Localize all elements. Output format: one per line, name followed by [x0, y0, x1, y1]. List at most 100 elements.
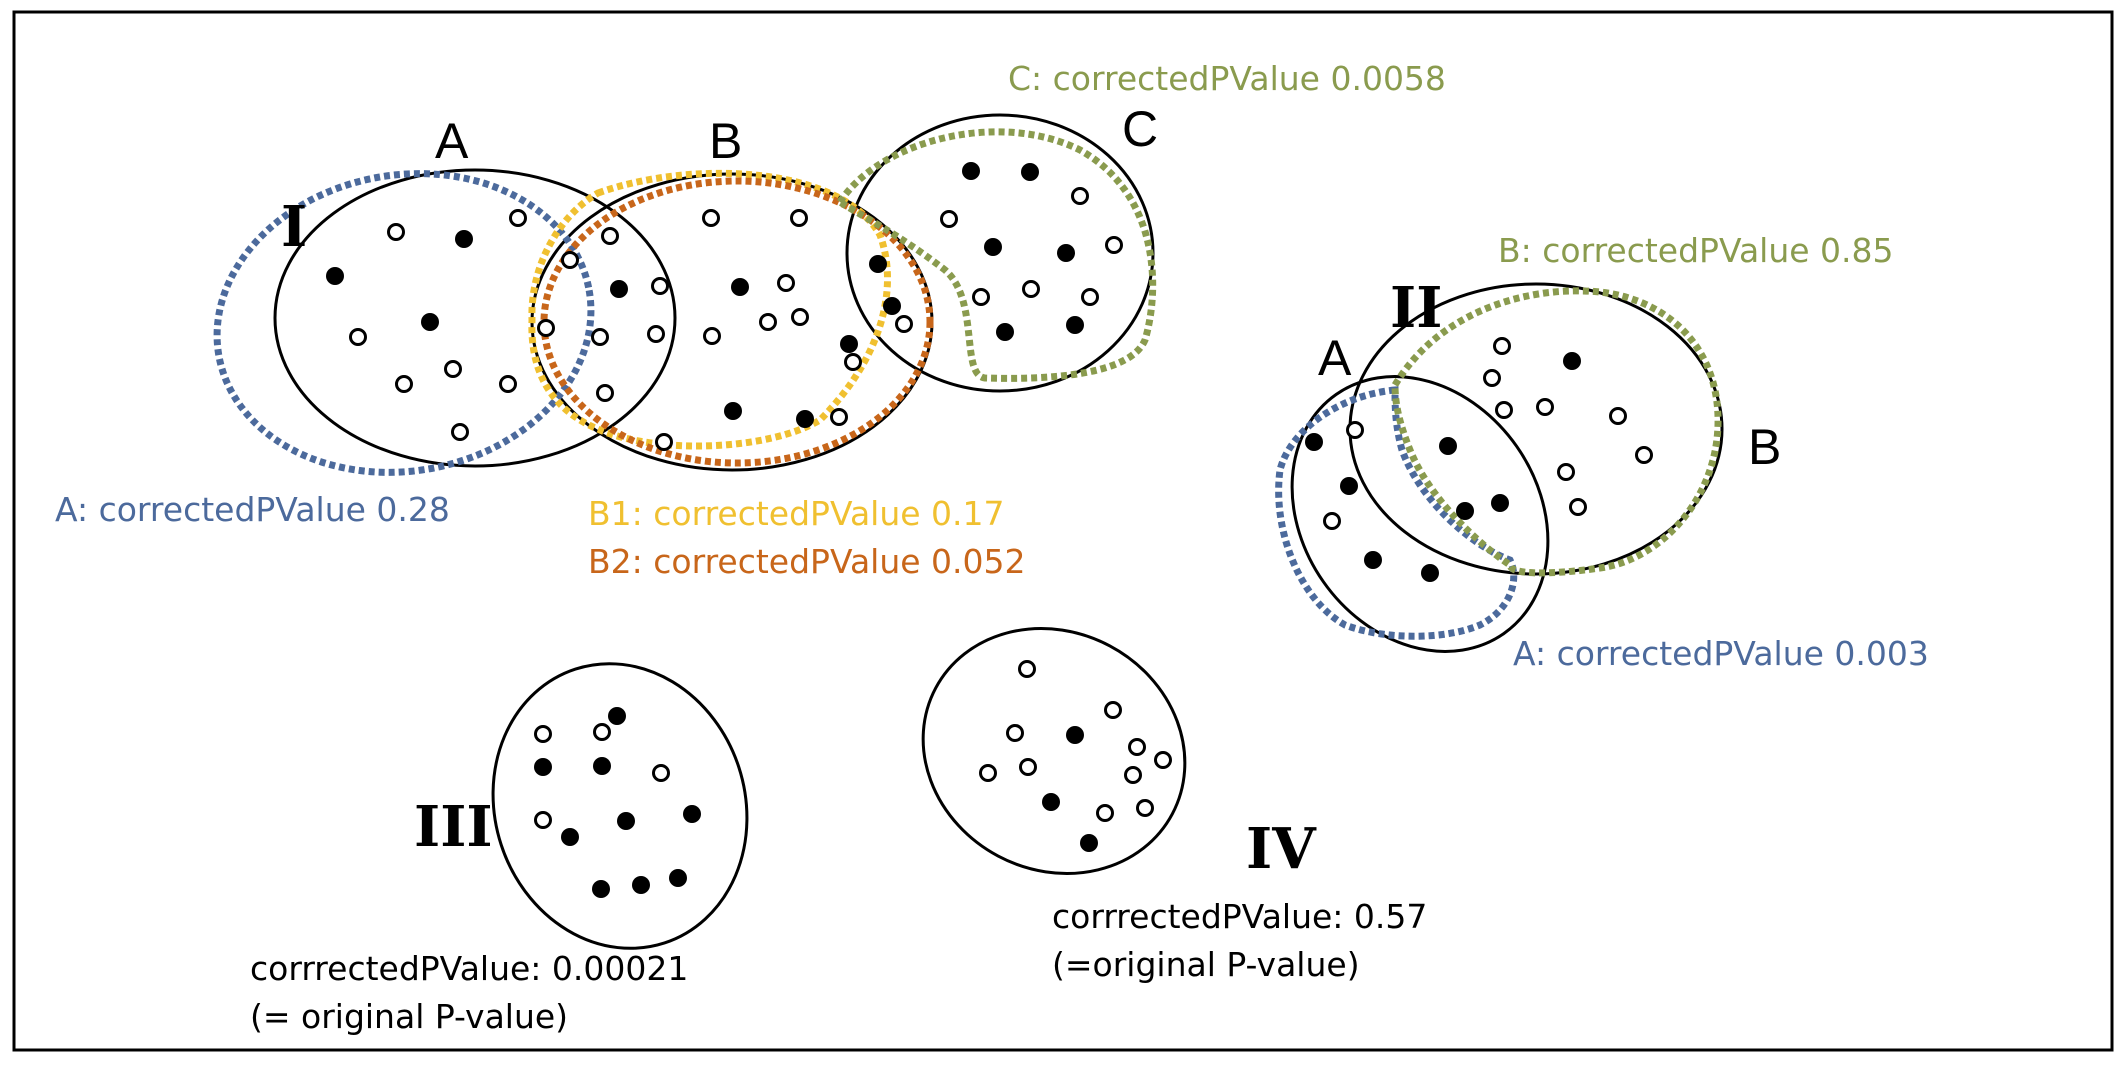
- point-filled: [683, 805, 701, 823]
- point-filled: [731, 278, 749, 296]
- group-II-label: II: [1390, 275, 1442, 341]
- point-open: [1136, 799, 1154, 817]
- group-I-region-B1: [528, 169, 891, 450]
- group-II-points: [1305, 337, 1653, 582]
- point-open: [534, 811, 552, 829]
- group-II-set-A-label: A: [1318, 330, 1352, 386]
- point-filled: [669, 869, 687, 887]
- point-open: [777, 274, 795, 292]
- point-filled: [1491, 494, 1509, 512]
- point-open: [790, 209, 808, 227]
- point-open: [499, 375, 517, 393]
- point-open: [1495, 401, 1513, 419]
- group-II-region-A: [1275, 386, 1518, 640]
- point-filled: [1340, 477, 1358, 495]
- point-open: [979, 764, 997, 782]
- point-open: [1018, 660, 1036, 678]
- point-open: [844, 353, 862, 371]
- point-filled: [617, 812, 635, 830]
- group-I-annotation-C: C: correctedPValue 0.0058: [1008, 59, 1446, 98]
- point-filled: [1364, 551, 1382, 569]
- point-filled: [1456, 502, 1474, 520]
- point-open: [509, 209, 527, 227]
- point-filled: [1439, 437, 1457, 455]
- point-filled: [1057, 244, 1075, 262]
- group-IV-label: IV: [1246, 816, 1317, 882]
- group-III-points: [534, 707, 701, 898]
- group-II-annotation-A: A: correctedPValue 0.003: [1513, 634, 1929, 673]
- point-filled: [1066, 726, 1084, 744]
- point-open: [1124, 766, 1142, 784]
- point-open: [652, 764, 670, 782]
- point-open: [1081, 288, 1099, 306]
- point-open: [647, 325, 665, 343]
- point-open: [1635, 446, 1653, 464]
- point-open: [791, 308, 809, 326]
- point-open: [1483, 369, 1501, 387]
- point-open: [1569, 498, 1587, 516]
- point-open: [451, 423, 469, 441]
- point-open: [1096, 804, 1114, 822]
- point-filled: [984, 238, 1002, 256]
- outer-frame: [12, 10, 2114, 1052]
- point-filled: [608, 707, 626, 725]
- point-filled: [1021, 163, 1039, 181]
- group-IV-set: [921, 627, 1187, 875]
- point-filled: [962, 162, 980, 180]
- point-filled: [1421, 564, 1439, 582]
- group-I-annotation-B2: B2: correctedPValue 0.052: [588, 542, 1026, 581]
- point-open: [1493, 337, 1511, 355]
- point-open: [1006, 724, 1024, 742]
- point-open: [651, 277, 669, 295]
- point-filled: [421, 313, 439, 331]
- point-open: [1019, 758, 1037, 776]
- point-open: [534, 725, 552, 743]
- point-open: [593, 723, 611, 741]
- point-open: [1536, 398, 1554, 416]
- point-open: [601, 227, 619, 245]
- point-filled: [561, 828, 579, 846]
- group-II-region-B: [1391, 287, 1722, 577]
- group-II-set-A: [1290, 375, 1550, 653]
- group-I-label: I: [281, 194, 307, 260]
- point-open: [537, 319, 555, 337]
- point-open: [395, 375, 413, 393]
- point-open: [1071, 187, 1089, 205]
- point-open: [702, 209, 720, 227]
- point-open: [703, 327, 721, 345]
- point-filled: [632, 876, 650, 894]
- point-open: [349, 328, 367, 346]
- group-I-region-C: [835, 128, 1157, 382]
- point-open: [1346, 421, 1364, 439]
- point-filled: [592, 880, 610, 898]
- point-filled: [883, 297, 901, 315]
- group-I-set-B-label: B: [709, 113, 742, 169]
- group-I-region-B2: [540, 177, 934, 467]
- point-filled: [593, 757, 611, 775]
- point-filled: [1042, 793, 1060, 811]
- group-II: II A B B: correctedPValue 0.85 A: correc…: [1275, 231, 1929, 673]
- point-filled: [455, 230, 473, 248]
- group-I-annotation-B1: B1: correctedPValue 0.17: [588, 494, 1005, 533]
- point-open: [1323, 512, 1341, 530]
- point-filled: [796, 410, 814, 428]
- point-filled: [610, 280, 628, 298]
- group-II-set-B-label: B: [1748, 419, 1781, 475]
- group-I-annotation-A: A: correctedPValue 0.28: [55, 490, 450, 529]
- point-filled: [1305, 433, 1323, 451]
- group-I-region-A: [213, 170, 595, 476]
- point-filled: [326, 267, 344, 285]
- group-IV-annotation-line2: (=original P-value): [1052, 945, 1360, 984]
- point-open: [387, 223, 405, 241]
- point-open: [561, 251, 579, 269]
- point-filled: [996, 323, 1014, 341]
- point-open: [1022, 280, 1040, 298]
- point-filled: [869, 255, 887, 273]
- point-open: [895, 315, 913, 333]
- point-open: [1105, 236, 1123, 254]
- group-III: III corrrectedPValue: 0.00021 (= origina…: [250, 662, 749, 1036]
- group-IV-annotation-line1: corrrectedPValue: 0.57: [1052, 897, 1427, 936]
- group-I-set-C-label: C: [1122, 101, 1158, 157]
- point-filled: [840, 335, 858, 353]
- point-filled: [534, 758, 552, 776]
